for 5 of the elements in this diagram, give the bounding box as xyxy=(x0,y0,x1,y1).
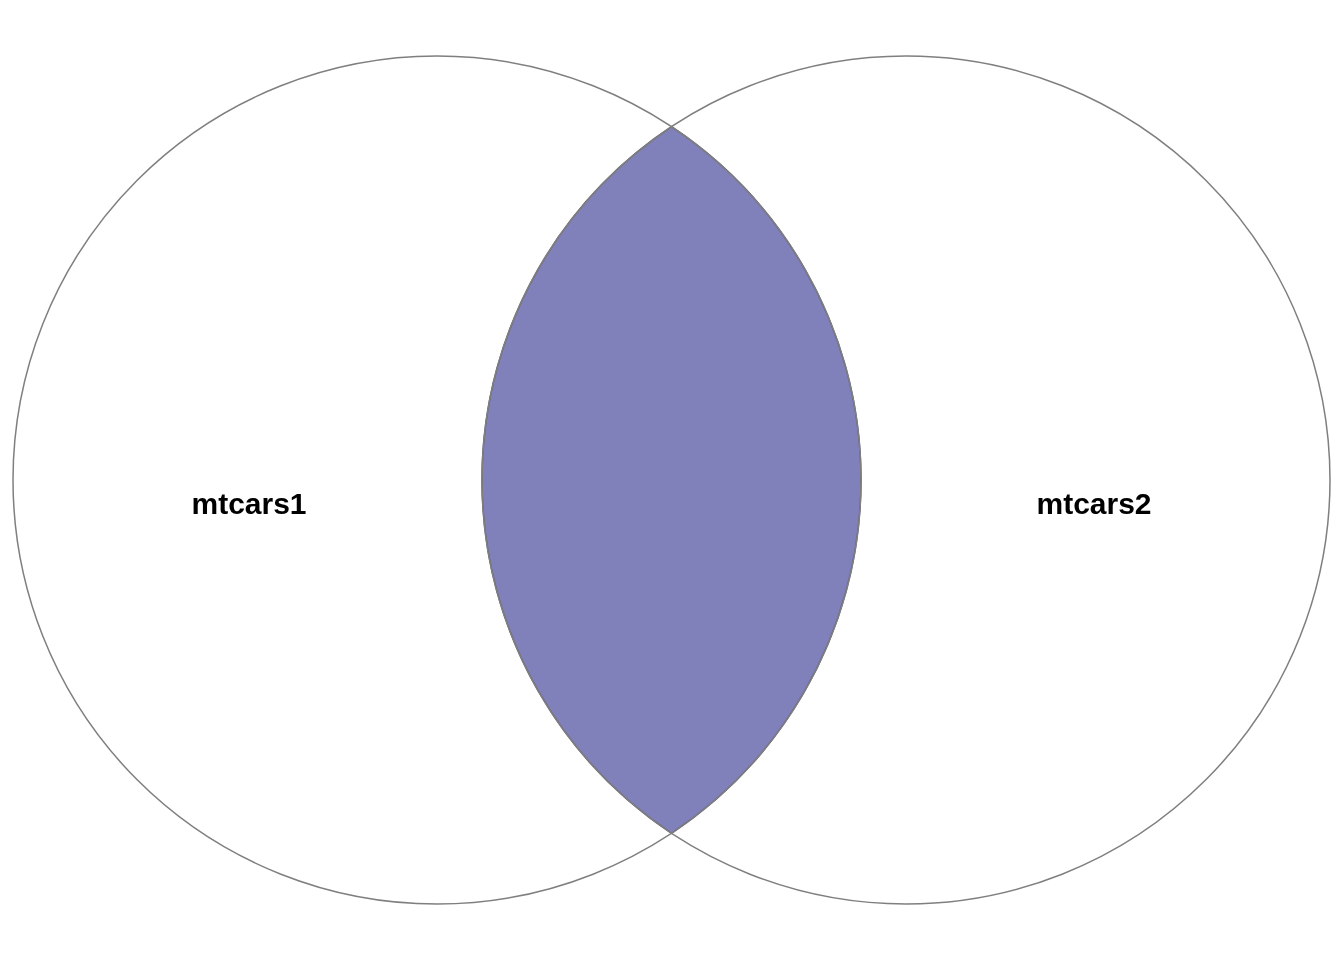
set-label: mtcars2 xyxy=(1036,486,1152,522)
set-circle xyxy=(481,55,1331,905)
set-label: mtcars1 xyxy=(191,486,307,522)
set-circle xyxy=(12,55,862,905)
overlap-region xyxy=(481,126,862,834)
